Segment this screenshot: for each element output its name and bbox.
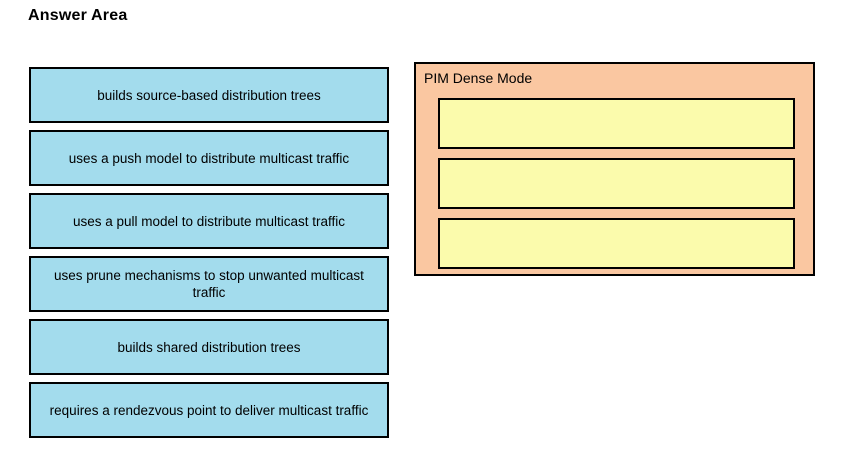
- option-tile[interactable]: uses prune mechanisms to stop unwanted m…: [29, 256, 389, 312]
- option-tile-label: uses prune mechanisms to stop unwanted m…: [54, 268, 364, 300]
- option-tile-label: uses a pull model to distribute multicas…: [72, 213, 346, 229]
- option-tile-label: builds shared distribution trees: [117, 339, 301, 355]
- option-tile[interactable]: uses a pull model to distribute multicas…: [29, 193, 389, 249]
- draggable-options-list: builds source-based distribution trees u…: [29, 67, 389, 445]
- dropzone-panel-title: PIM Dense Mode: [424, 70, 533, 86]
- drop-slot[interactable]: [438, 218, 795, 269]
- drop-slot[interactable]: [438, 98, 795, 149]
- drop-slot[interactable]: [438, 158, 795, 209]
- option-tile-label: requires a rendezvous point to deliver m…: [49, 402, 369, 418]
- dropzone-panel: PIM Dense Mode: [414, 62, 815, 276]
- option-tile-label: builds source-based distribution trees: [97, 87, 321, 103]
- option-tile[interactable]: builds shared distribution trees: [29, 319, 389, 375]
- option-tile-label: uses a push model to distribute multicas…: [68, 150, 350, 166]
- option-tile[interactable]: requires a rendezvous point to deliver m…: [29, 382, 389, 438]
- option-tile[interactable]: uses a push model to distribute multicas…: [29, 130, 389, 186]
- page-title: Answer Area: [28, 7, 128, 24]
- option-tile[interactable]: builds source-based distribution trees: [29, 67, 389, 123]
